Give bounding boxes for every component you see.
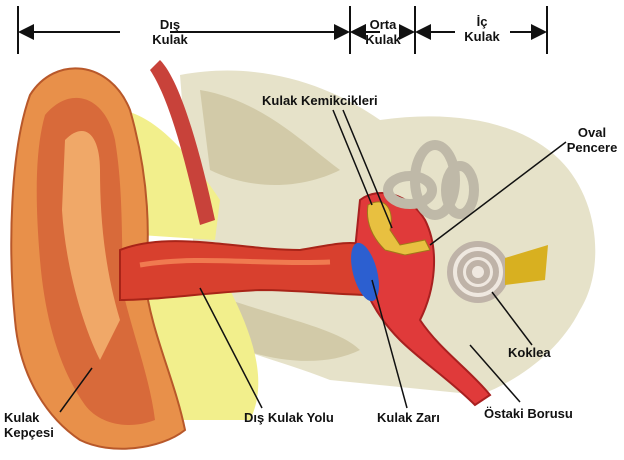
oval-window-line1: Oval bbox=[577, 125, 607, 140]
semicircular-canals bbox=[383, 140, 479, 220]
middle-ear-line1: Orta bbox=[369, 17, 397, 32]
cochlea bbox=[447, 241, 509, 303]
label-ossicles: Kulak Kemikcikleri bbox=[262, 93, 378, 108]
ear-canal bbox=[119, 240, 372, 302]
label-eustachian-tube: Östaki Borusu bbox=[484, 406, 573, 421]
label-ear-canal: Dış Kulak Yolu bbox=[244, 410, 334, 425]
leader-lines bbox=[59, 109, 567, 413]
auditory-nerve bbox=[505, 245, 548, 285]
inner-ear-line2: Kulak bbox=[464, 29, 500, 44]
eardrum bbox=[351, 242, 379, 302]
outer-ear-line1: Dış bbox=[159, 17, 181, 32]
pinna-line2: Kepçesi bbox=[4, 425, 54, 440]
label-eardrum: Kulak Zarı bbox=[377, 410, 440, 425]
outer-ear-line2: Kulak bbox=[152, 32, 188, 47]
oval-window-line2: Pencere bbox=[566, 140, 618, 155]
section-ruler bbox=[17, 6, 548, 54]
middle-ear-line2: Kulak bbox=[365, 32, 401, 47]
pinna-line1: Kulak bbox=[4, 410, 40, 425]
ossicles bbox=[366, 201, 431, 256]
label-cochlea: Koklea bbox=[508, 345, 551, 360]
inner-ear-line1: İç bbox=[476, 14, 488, 29]
